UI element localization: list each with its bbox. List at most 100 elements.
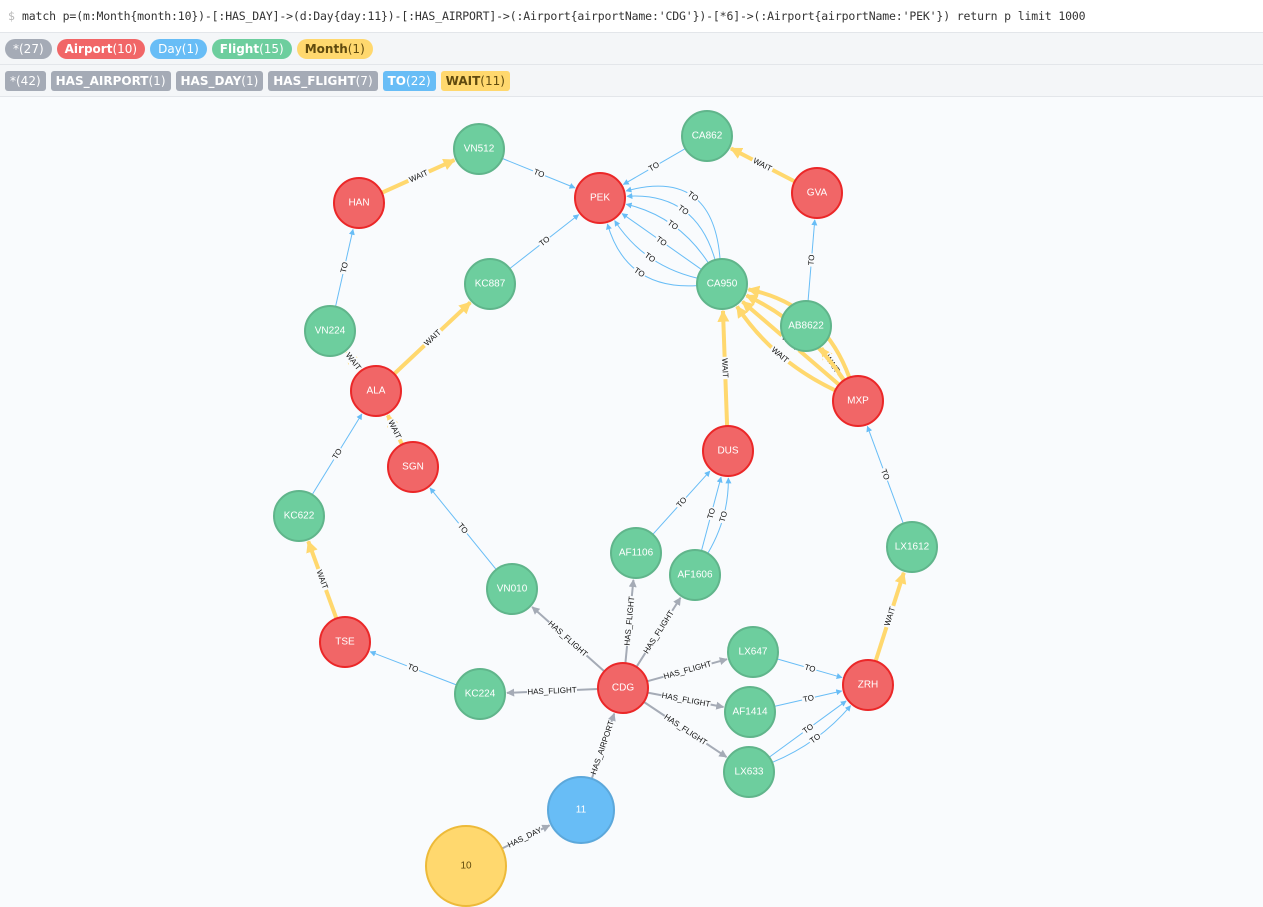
node-circle[interactable] (842, 659, 894, 711)
node-flight-vn512[interactable]: VN512 (453, 123, 505, 175)
node-caption: AF1106 (619, 548, 654, 559)
node-circle[interactable] (669, 549, 721, 601)
node-flight-ca862[interactable]: CA862 (681, 110, 733, 162)
node-caption: AF1414 (732, 707, 767, 718)
rel-label-background (800, 692, 817, 705)
node-circle[interactable] (610, 527, 662, 579)
rel-label-to: TO (718, 510, 730, 523)
legend-rel-all[interactable]: *(42) (5, 70, 46, 91)
node-caption: TSE (335, 637, 355, 648)
node-circle[interactable] (723, 746, 775, 798)
legend-label-airport[interactable]: Airport(10) (56, 38, 146, 59)
query-bar[interactable]: $ match p=(m:Month{month:10})-[:HAS_DAY]… (0, 0, 1263, 33)
node-circle[interactable] (886, 521, 938, 573)
node-circle[interactable] (681, 110, 733, 162)
query-text[interactable]: match p=(m:Month{month:10})-[:HAS_DAY]->… (22, 9, 1086, 23)
legend-rel-has-flight[interactable]: HAS_FLIGHT(7) (268, 70, 378, 91)
node-circle[interactable] (696, 258, 748, 310)
node-caption: ALA (367, 386, 386, 397)
node-flight-lx647[interactable]: LX647 (727, 626, 779, 678)
rel-label-background (802, 661, 818, 675)
legend-label-month[interactable]: Month(1) (296, 38, 373, 59)
node-airport-pek[interactable]: PEK (574, 172, 626, 224)
node-airport-tse[interactable]: TSE (319, 616, 371, 668)
node-flight-lx1612[interactable]: LX1612 (886, 521, 938, 573)
node-circle[interactable] (727, 626, 779, 678)
node-airport-cdg[interactable]: CDG (597, 662, 649, 714)
node-flight-af1414[interactable]: AF1414 (724, 686, 776, 738)
node-circle[interactable] (350, 365, 402, 417)
node-caption: SGN (402, 462, 424, 473)
node-circle[interactable] (333, 177, 385, 229)
node-airport-han[interactable]: HAN (333, 177, 385, 229)
rel-to-ca950-pek[interactable] (625, 202, 709, 264)
node-airport-dus[interactable]: DUS (702, 425, 754, 477)
node-flight-kc887[interactable]: KC887 (464, 258, 516, 310)
node-flight-ca950[interactable]: CA950 (696, 258, 748, 310)
node-circle[interactable] (832, 375, 884, 427)
rel-label-has-airport: HAS_AIRPORT (589, 719, 616, 775)
rel-label-background (313, 567, 331, 592)
legend-label-all[interactable]: *(27) (5, 38, 52, 59)
node-circle[interactable] (454, 668, 506, 720)
node-flight-vn224[interactable]: VN224 (304, 305, 356, 357)
node-airport-mxp[interactable]: MXP (832, 375, 884, 427)
rel-to-ca950-pek[interactable] (614, 220, 698, 279)
node-circle[interactable] (597, 662, 649, 714)
node-circle[interactable] (319, 616, 371, 668)
legend-label-day[interactable]: Day(1) (150, 38, 207, 59)
node-circle[interactable] (702, 425, 754, 477)
node-circle[interactable] (724, 686, 776, 738)
rel-label-background (881, 604, 899, 629)
node-flight-kc224[interactable]: KC224 (454, 668, 506, 720)
node-flight-lx633[interactable]: LX633 (723, 746, 775, 798)
node-circle[interactable] (387, 441, 439, 493)
rel-label-to: TO (879, 468, 891, 481)
node-month-m10[interactable]: 10 (425, 825, 507, 907)
rel-label-background (405, 661, 421, 676)
node-caption: 10 (460, 861, 472, 872)
rel-label-background (526, 684, 578, 698)
node-airport-gva[interactable]: GVA (791, 167, 843, 219)
node-flight-af1106[interactable]: AF1106 (610, 527, 662, 579)
node-airport-sgn[interactable]: SGN (387, 441, 439, 493)
node-circle[interactable] (780, 300, 832, 352)
node-caption: ZRH (858, 680, 879, 691)
rel-label-has-flight: HAS_FLIGHT (546, 619, 589, 659)
node-circle[interactable] (486, 563, 538, 615)
node-caption: GVA (807, 188, 828, 199)
rel-label-to: TO (632, 266, 646, 280)
rel-label-background (385, 417, 405, 442)
rel-label-background (531, 166, 548, 181)
legend-rel-has-day[interactable]: HAS_DAY(1) (175, 70, 264, 91)
legend-label-flight[interactable]: Flight(15) (211, 38, 292, 59)
node-flight-vn010[interactable]: VN010 (486, 563, 538, 615)
node-caption: CDG (612, 683, 634, 694)
node-day-d11[interactable]: 11 (547, 776, 615, 844)
node-circle[interactable] (547, 776, 615, 844)
rel-label-background (664, 217, 682, 233)
node-circle[interactable] (464, 258, 516, 310)
node-circle[interactable] (574, 172, 626, 224)
rel-label-to: TO (808, 732, 822, 746)
node-airport-zrh[interactable]: ZRH (842, 659, 894, 711)
node-flight-af1606[interactable]: AF1606 (669, 549, 721, 601)
node-circle[interactable] (791, 167, 843, 219)
node-circle[interactable] (425, 825, 507, 907)
node-flight-kc622[interactable]: KC622 (273, 490, 325, 542)
node-circle[interactable] (304, 305, 356, 357)
rel-to-lx633-zrh[interactable] (771, 705, 851, 763)
rel-label-to: TO (676, 203, 690, 217)
rel-label-background (805, 253, 817, 267)
legend-rel-wait[interactable]: WAIT(11) (440, 70, 510, 91)
node-circle[interactable] (273, 490, 325, 542)
node-flight-ab8622[interactable]: AB8622 (780, 300, 832, 352)
node-circle[interactable] (453, 123, 505, 175)
legend-rel-to[interactable]: TO(22) (382, 70, 436, 91)
rel-label-to: TO (406, 662, 419, 674)
rel-label-background (684, 188, 702, 205)
legend-rel-has-airport[interactable]: HAS_AIRPORT(1) (50, 70, 171, 91)
node-airport-ala[interactable]: ALA (350, 365, 402, 417)
node-caption: AB8622 (788, 321, 824, 332)
